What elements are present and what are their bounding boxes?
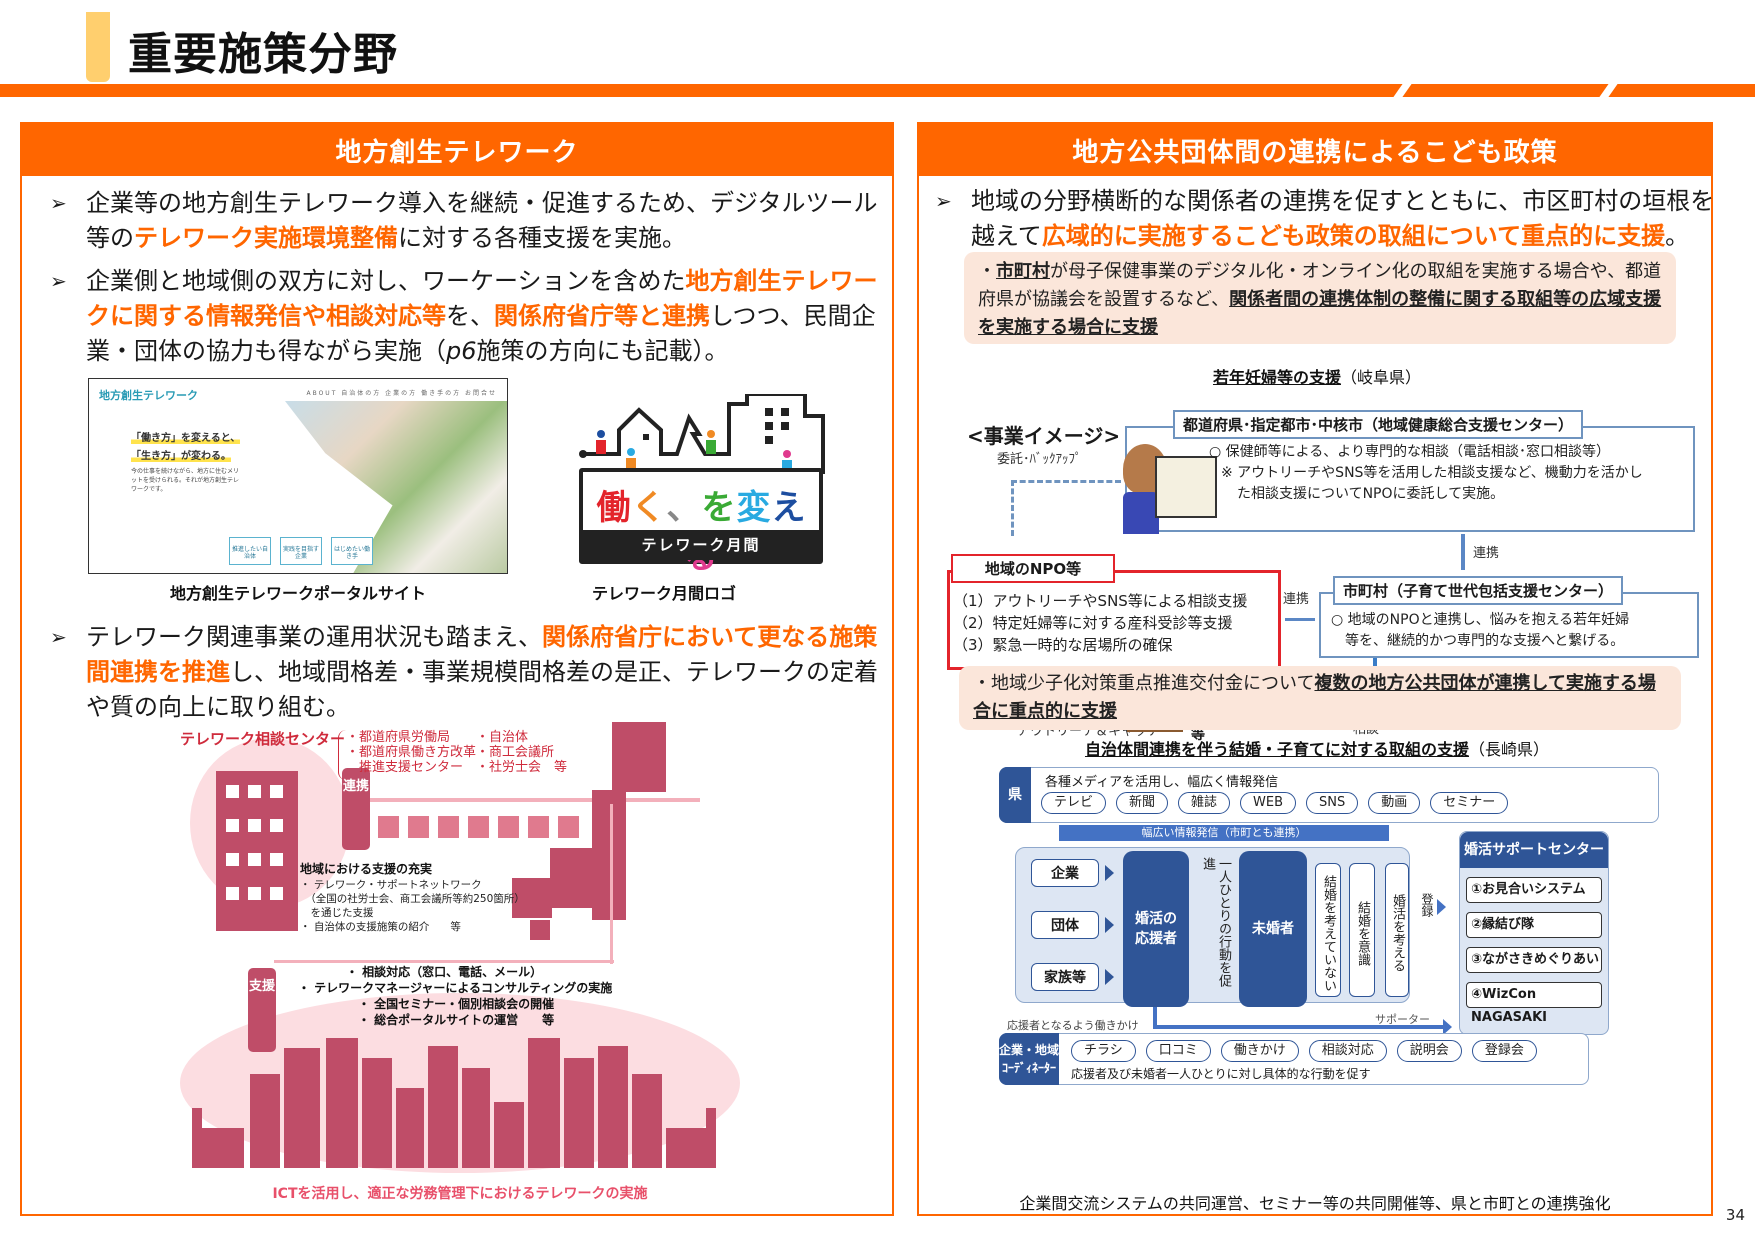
portal-tagline-1: 「働き方」を変えると、 xyxy=(131,433,241,444)
building-icon xyxy=(1155,456,1217,518)
center-item-3: ③ながさきめぐりあい xyxy=(1466,947,1602,973)
municipality-box-lines: ○ 地域のNPOと連携し、悩みを抱える若年妊婦 等を、継続的かつ専門的な支援へと… xyxy=(1331,612,1630,649)
logo-band: テレワーク月間 xyxy=(583,530,819,560)
consult-center-title: テレワーク相談センター xyxy=(180,730,346,748)
supporter-line xyxy=(1153,1025,1443,1029)
portal-tagline-2: 「生き方」が変わる。 xyxy=(131,451,231,462)
coordinator-tag: 企業・地域 ｺｰﾃﾞｨﾈｰﾀｰ xyxy=(999,1033,1059,1085)
right-panel-child-policy: 地方公共団体間の連携によるこども政策 ➢ 地域の分野横断的な関係者の連携を促すと… xyxy=(917,122,1715,1216)
link-line xyxy=(370,798,700,802)
logo-main-text: 働く、を変える xyxy=(596,488,806,577)
telework-bottom-caption: ICTを活用し、適正な労務管理下におけるテレワークの実施 xyxy=(272,1186,648,1202)
regional-support-list: ・ テレワーク・サポートネットワーク （全国の社労士会、商工会議所等約250箇所… xyxy=(300,879,525,933)
arrow-bullet-icon: ➢ xyxy=(50,191,67,215)
supporter-box: 婚活の 応援者 xyxy=(1123,851,1189,1007)
supporter-label: サポーター xyxy=(1375,1013,1430,1026)
vertical-link-arrow xyxy=(1461,534,1465,570)
single-box: 未婚者 xyxy=(1239,851,1307,1007)
stage-3: 婚活を考える xyxy=(1385,863,1409,997)
supporter-company: 企業 xyxy=(1031,859,1099,887)
portal-nav: ABOUT 自治体の方 企業の方 働き手の方 お問合せ xyxy=(306,390,497,397)
supporter-family: 家族等 xyxy=(1031,963,1099,991)
japan-map-icon xyxy=(612,722,666,792)
city-skyline-icon xyxy=(579,392,825,476)
center-building-icon xyxy=(216,771,298,931)
page-title: 重要施策分野 xyxy=(128,29,398,80)
left-bullet-1: ➢ 企業等の地方創生テレワーク導入を継続・促進するため、デジタルツール等のテレワ… xyxy=(50,186,890,256)
stage-2: 結婚を意識 xyxy=(1349,863,1375,997)
support-condition-box-1: ・市町村が母子保健事業のデジタル化・オンライン化の取組を実施する場合や、都道府県… xyxy=(964,252,1676,344)
prefecture-text: 各種メディアを活用し、幅広く情報発信 xyxy=(1045,775,1279,790)
municipality-box-title: 市町村（子育て世代包括支援センター） xyxy=(1333,576,1624,605)
coordinator-text: 応援者及び未婚者一人ひとりに対し具体的な行動を促す xyxy=(1071,1067,1371,1081)
delegate-dashed-line xyxy=(1011,480,1121,483)
npo-box-title: 地域のNPO等 xyxy=(951,554,1115,583)
rich-text: ・地域少子化対策重点推進交付金について複数の地方公共団体が連携して実施する場合に… xyxy=(973,673,1656,722)
support-activities: ・ 相談対応（窓口、電話、メール） ・ テレワークマネージャーによるコンサルティ… xyxy=(298,965,613,1027)
npo-items: （1）アウトリーチやSNS等による相談支援 （2）特定妊婦等に対する産科受診等支… xyxy=(953,592,1248,654)
logo-frame: 働く、を変える テレワーク月間 xyxy=(579,468,823,577)
left-panel-telework: 地方創生テレワーク ➢ 企業等の地方創生テレワーク導入を継続・促進するため、デジ… xyxy=(20,122,894,1216)
marriage-support-center: 婚活サポートセンター ①お見合いシステム ②縁結び隊 ③ながさきめぐりあい ④W… xyxy=(1459,831,1609,1035)
link-tag: 連携 xyxy=(342,768,370,850)
arrow-bullet-icon: ➢ xyxy=(50,625,67,649)
supporter-group: 団体 xyxy=(1031,911,1099,939)
telework-support-diagram: テレワーク相談センター 連携 支援 ・都道府県労働局 ・自治体 ・都道府県働き方… xyxy=(150,722,770,1208)
city-buildings-icon xyxy=(192,1108,202,1168)
rich-text: ・市町村が母子保健事業のデジタル化・オンライン化の取組を実施する場合や、都道府県… xyxy=(978,261,1662,338)
coordinator-pills: チラシ口コミ働きかけ相談対応説明会登録会 xyxy=(1071,1039,1547,1062)
partner-list: ・都道府県労働局 ・自治体 ・都道府県働き方改革・商工会議所 推進支援センター … xyxy=(346,730,568,775)
regional-support-title: 地域における支援の充実 xyxy=(300,862,433,876)
nagasaki-footer: 企業間交流システムの共同運営、セミナー等の共同開催等、県と市町との連携強化 xyxy=(1019,1194,1611,1213)
portal-button-company: 実践を目指す企業 xyxy=(280,537,322,565)
promote-label: 一人ひとりの行動を促進 xyxy=(1200,857,1231,987)
title-accent-bar xyxy=(86,12,110,82)
horizontal-link-arrow xyxy=(1285,618,1315,621)
portal-site-image: 地方創生テレワーク ABOUT 自治体の方 企業の方 働き手の方 お問合せ 「働… xyxy=(88,378,508,574)
rich-text: 企業側と地域側の双方に対し、ワーケーションを含めた地方創生テレワークに関する情報… xyxy=(86,267,878,365)
center-item-1: ①お見合いシステム xyxy=(1466,877,1602,903)
portal-subtext: 今の仕事を続けながら、地方に住むメリットを受けられる。それが地方創生テレワークで… xyxy=(131,468,240,493)
prefecture-tag: 県 xyxy=(999,767,1031,823)
stage-1: 結婚を考えていない xyxy=(1315,863,1341,997)
partner-brace xyxy=(338,730,348,780)
right-panel-header: 地方公共団体間の連携によるこども政策 xyxy=(919,124,1711,176)
portal-caption: 地方創生テレワークポータルサイト xyxy=(169,584,426,603)
support-line xyxy=(274,960,614,963)
portal-logo: 地方創生テレワーク xyxy=(99,389,198,402)
page-number: 34 xyxy=(1725,1206,1745,1224)
encourage-label: 応援者となるよう働きかけ xyxy=(1007,1019,1139,1032)
left-bullet-3: ➢ テレワーク関連事業の運用状況も踏まえ、関係府省庁において更なる施策間連携を推… xyxy=(50,620,890,725)
center-item-4: ④WizCon NAGASAKI xyxy=(1466,982,1602,1025)
prefecture-box-lines: ○ 保健師等による、より専門的な相談（電話相談･窓口相談等） ※ アウトリーチや… xyxy=(1209,444,1643,502)
business-image-label: <事業イメージ> xyxy=(967,424,1121,448)
portal-button-worker: はじめたい働き手 xyxy=(331,537,373,565)
center-title: 婚活サポートセンター xyxy=(1460,832,1608,868)
right-bullet-1: ➢ 地域の分野横断的な関係者の連携を促すとともに、市区町村の垣根を越えて広域的に… xyxy=(935,184,1715,254)
prefecture-box-title: 都道府県･指定都市･中核市（地域健康総合支援センター） xyxy=(1173,410,1584,439)
rich-text: 地域の分野横断的な関係者の連携を促すとともに、市区町村の垣根を越えて広域的に実施… xyxy=(971,187,1715,250)
header-rule xyxy=(0,84,1755,97)
support-tag: 支援 xyxy=(248,968,276,1052)
gifu-example-title: 若年妊婦等の支援（岐阜県） xyxy=(1212,368,1422,387)
left-panel-header: 地方創生テレワーク xyxy=(22,124,892,176)
portal-button-municipality: 推進したい自治体 xyxy=(229,537,271,565)
arrow-bullet-icon: ➢ xyxy=(50,269,67,293)
logo-caption: テレワーク月間ロゴ xyxy=(591,584,736,603)
arrow-bullet-icon: ➢ xyxy=(935,189,952,213)
rich-text: 企業等の地方創生テレワーク導入を継続・促進するため、デジタルツール等のテレワーク… xyxy=(86,189,878,252)
telework-month-logo: 働く、を変える テレワーク月間 xyxy=(579,392,827,577)
delegate-label: 委託･ﾊﾞｯｸｱｯﾌﾟ xyxy=(997,452,1082,467)
register-label: 登録 xyxy=(1420,893,1434,917)
vertical-link-label: 連携 xyxy=(1473,546,1500,561)
broadcast-banner: 幅広い情報発信（市町とも連携） xyxy=(1059,825,1389,841)
left-bullet-2: ➢ 企業側と地域側の双方に対し、ワーケーションを含めた地方創生テレワークに関する… xyxy=(50,264,890,369)
horizontal-link-label: 連携 xyxy=(1283,592,1310,607)
support-condition-box-2: ・地域少子化対策重点推進交付金について複数の地方公共団体が連携して実施する場合に… xyxy=(959,666,1681,730)
rich-text: テレワーク関連事業の運用状況も踏まえ、関係府省庁において更なる施策間連携を推進し… xyxy=(86,623,878,721)
center-item-2: ②縁結び隊 xyxy=(1466,912,1602,938)
nagasaki-example-title: 自治体間連携を伴う結婚・子育てに対する取組の支援（長崎県） xyxy=(1084,740,1550,759)
